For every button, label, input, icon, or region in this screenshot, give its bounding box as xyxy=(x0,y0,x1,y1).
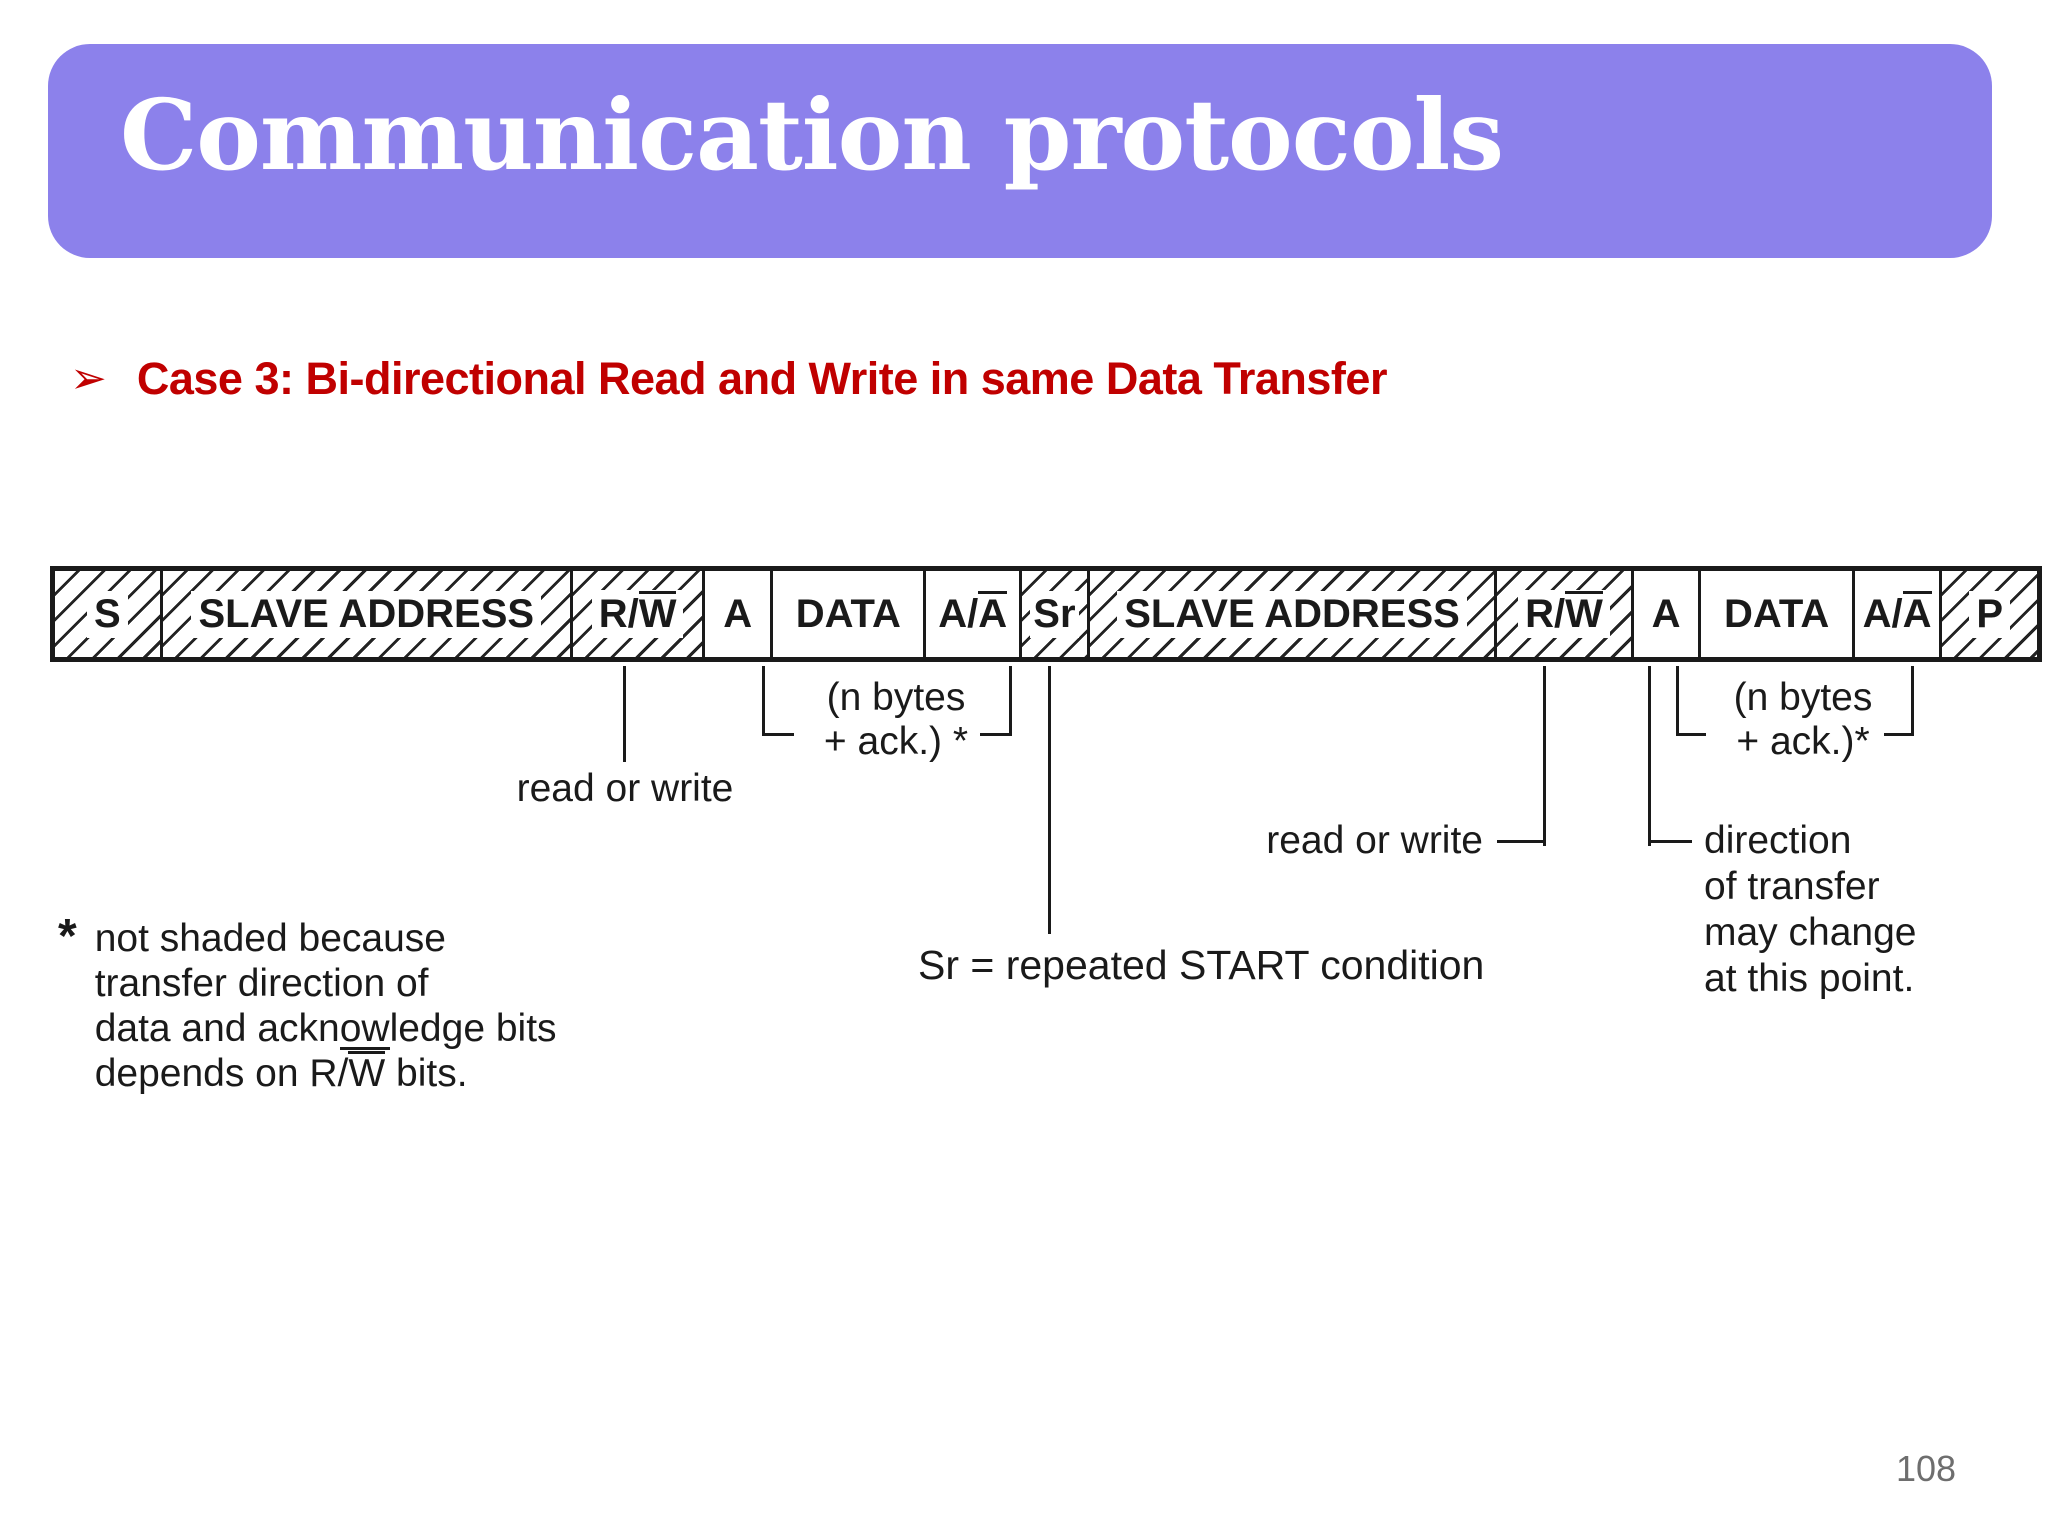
direction-of-transfer-note: direction of transfer may change at this… xyxy=(1704,819,1917,1000)
bullet-heading: Case 3: Bi-directional Read and Write in… xyxy=(136,353,1388,404)
leader-connector-rw2 xyxy=(1497,840,1546,843)
title-banner: Communication protocols xyxy=(48,44,1992,258)
n-bytes-ack-note-2: (n bytes + ack.)* xyxy=(1733,676,1873,763)
frame-cell-repeated-start: Sr xyxy=(1019,571,1087,657)
page-title: Communication protocols xyxy=(120,78,1504,192)
bracket2-left-vertical xyxy=(1676,666,1679,736)
leader-line-ack2 xyxy=(1648,666,1651,846)
frame-cell-data-1: DATA xyxy=(770,571,923,657)
leader-line-rw2 xyxy=(1543,666,1546,846)
frame-cell-ack-1: A xyxy=(702,571,770,657)
i2c-frame: S SLAVE ADDRESS R/W A DATA A/A Sr SLAVE … xyxy=(50,566,2042,662)
bullet-row: ➢ Case 3: Bi-directional Read and Write … xyxy=(70,352,1387,406)
bracket2-left-horizontal xyxy=(1676,733,1706,736)
frame-cell-data-2: DATA xyxy=(1698,571,1851,657)
leader-connector-direction xyxy=(1648,840,1692,843)
arrow-bullet-icon: ➢ xyxy=(70,354,107,403)
bracket2-right-vertical xyxy=(1911,666,1914,736)
frame-cell-rw-2: R/W xyxy=(1494,571,1631,657)
page-number: 108 xyxy=(1896,1448,1957,1489)
frame-cell-ack-nack-1: A/A xyxy=(923,571,1019,657)
bracket1-left-vertical xyxy=(762,666,765,736)
frame-cell-slave-address-1: SLAVE ADDRESS xyxy=(159,571,570,657)
read-or-write-note-1: read or write xyxy=(516,767,734,810)
not-shaded-footnote: * not shaded because transfer direction … xyxy=(58,910,557,1096)
frame-cell-rw-1: R/W xyxy=(569,571,703,657)
leader-line-sr xyxy=(1048,666,1051,934)
frame-cell-ack-2: A xyxy=(1630,571,1699,657)
leader-line-rw1 xyxy=(623,666,626,762)
read-or-write-note-2: read or write xyxy=(1266,819,1483,862)
bracket1-right-horizontal xyxy=(980,733,1012,736)
bracket1-left-horizontal xyxy=(762,733,794,736)
frame-cell-ack-nack-2: A/A xyxy=(1851,571,1940,657)
bracket2-right-horizontal xyxy=(1884,733,1914,736)
n-bytes-ack-note-1: (n bytes + ack.) * xyxy=(823,676,969,763)
frame-cell-start: S xyxy=(55,571,160,657)
repeated-start-note: Sr = repeated START condition xyxy=(918,942,1485,988)
bracket1-right-vertical xyxy=(1009,666,1012,736)
frame-cell-slave-address-2: SLAVE ADDRESS xyxy=(1086,571,1495,657)
asterisk-marker: * xyxy=(58,910,77,963)
frame-cell-stop: P xyxy=(1939,571,2037,657)
